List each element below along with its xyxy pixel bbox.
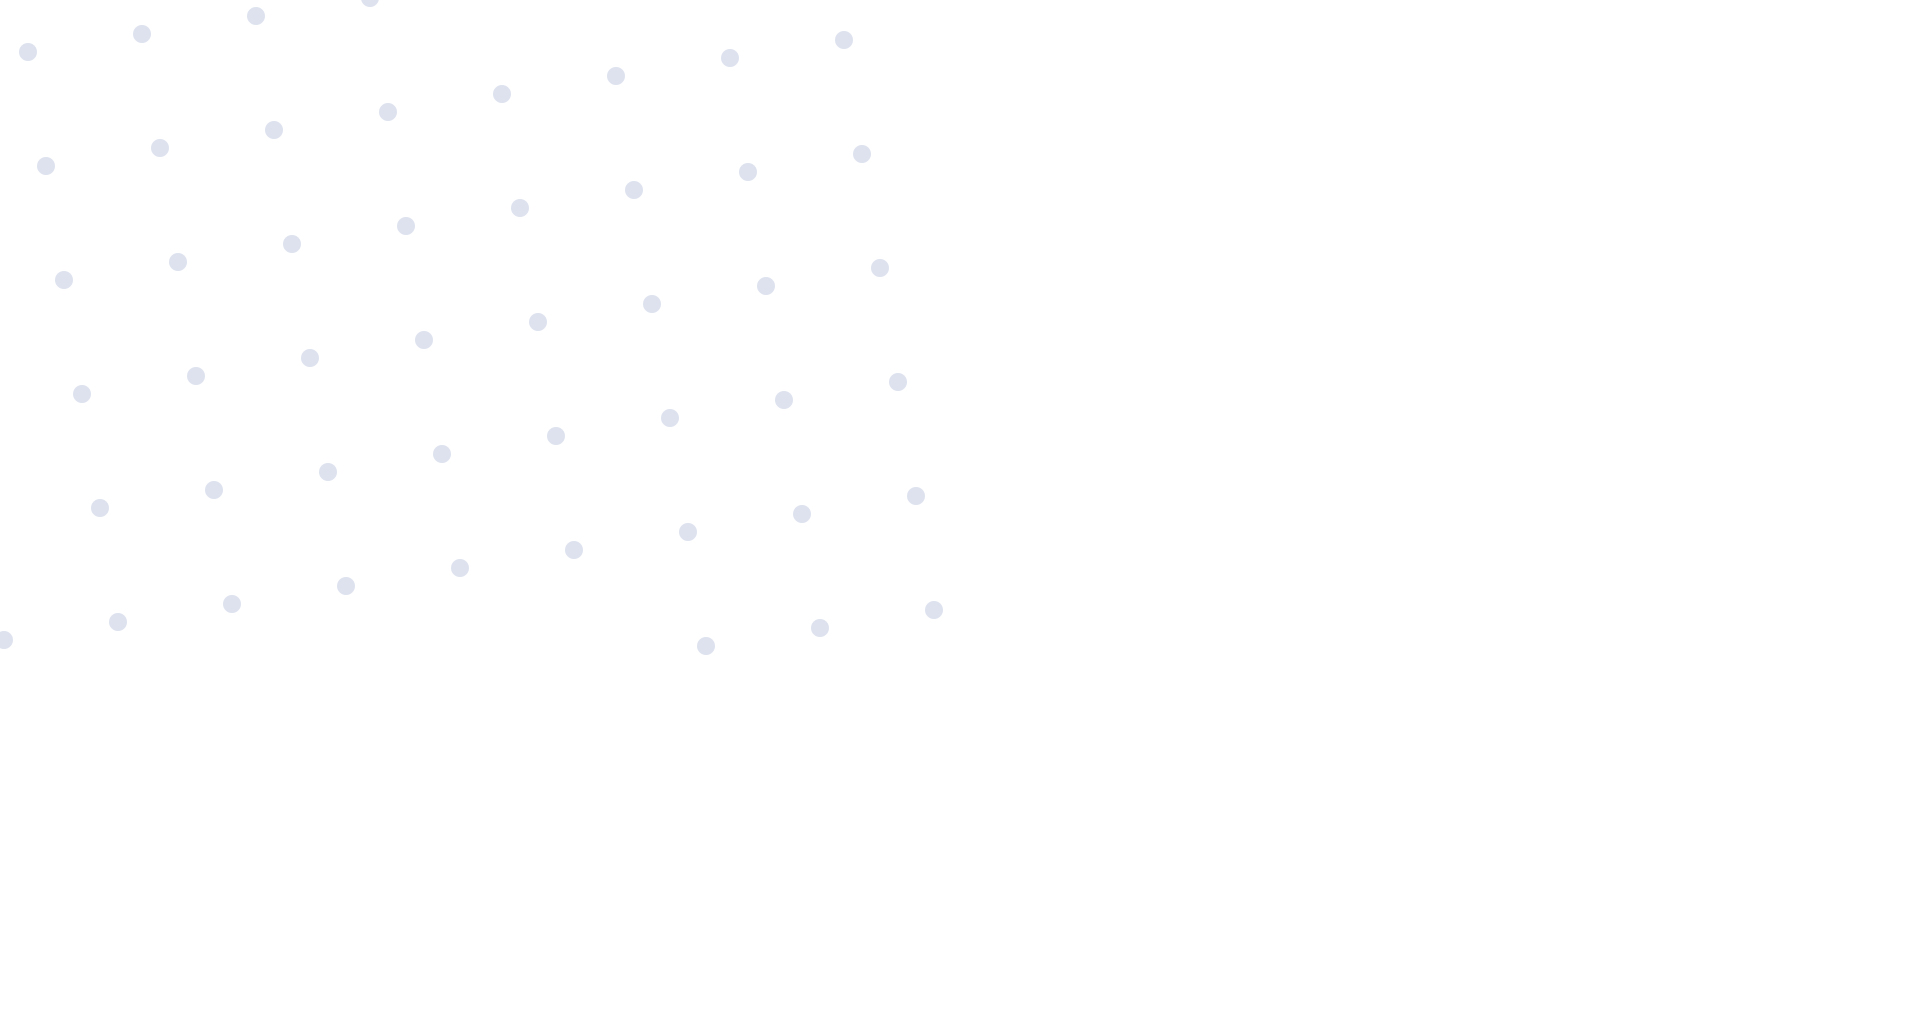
decorative-dot bbox=[643, 295, 661, 313]
decorative-dot bbox=[169, 253, 187, 271]
decorative-dot bbox=[223, 595, 241, 613]
decorative-dot bbox=[721, 49, 739, 67]
decorative-dot bbox=[871, 259, 889, 277]
decorative-dot bbox=[661, 409, 679, 427]
decorative-dot bbox=[433, 445, 451, 463]
decorative-dot bbox=[811, 619, 829, 637]
decorative-dot bbox=[133, 25, 151, 43]
decorative-dot bbox=[625, 181, 643, 199]
decorative-dot bbox=[19, 43, 37, 61]
decorative-dot bbox=[757, 277, 775, 295]
decorative-dot bbox=[37, 157, 55, 175]
decorative-dot bbox=[451, 559, 469, 577]
decorative-dot bbox=[109, 613, 127, 631]
decorative-dot bbox=[925, 601, 943, 619]
decorative-dot bbox=[301, 349, 319, 367]
decorative-dot bbox=[889, 373, 907, 391]
decorative-dot bbox=[247, 7, 265, 25]
decorative-dot bbox=[0, 631, 13, 649]
decorative-dot bbox=[397, 217, 415, 235]
decorative-dot bbox=[547, 427, 565, 445]
decorative-dot bbox=[265, 121, 283, 139]
decorative-dot bbox=[511, 199, 529, 217]
decorative-dot bbox=[739, 163, 757, 181]
decorative-dot bbox=[205, 481, 223, 499]
decorative-dot bbox=[793, 505, 811, 523]
decorative-dot bbox=[55, 271, 73, 289]
decorative-dot bbox=[73, 385, 91, 403]
decorative-dot bbox=[607, 67, 625, 85]
decorative-dot bbox=[529, 313, 547, 331]
decorative-dot bbox=[565, 541, 583, 559]
decorative-dot bbox=[493, 85, 511, 103]
decorative-dot bbox=[187, 367, 205, 385]
decorative-dot bbox=[907, 487, 925, 505]
decorative-dot bbox=[775, 391, 793, 409]
decorative-dot bbox=[337, 577, 355, 595]
decorative-dot bbox=[379, 103, 397, 121]
decorative-dot bbox=[91, 499, 109, 517]
decorative-dot bbox=[679, 523, 697, 541]
decorative-dot bbox=[835, 31, 853, 49]
decorative-dot bbox=[151, 139, 169, 157]
decorative-dot bbox=[853, 145, 871, 163]
decorative-dot bbox=[697, 637, 715, 655]
decorative-dot bbox=[361, 0, 379, 7]
decorative-dot bbox=[319, 463, 337, 481]
decorative-dot bbox=[415, 331, 433, 349]
decorative-dot bbox=[283, 235, 301, 253]
